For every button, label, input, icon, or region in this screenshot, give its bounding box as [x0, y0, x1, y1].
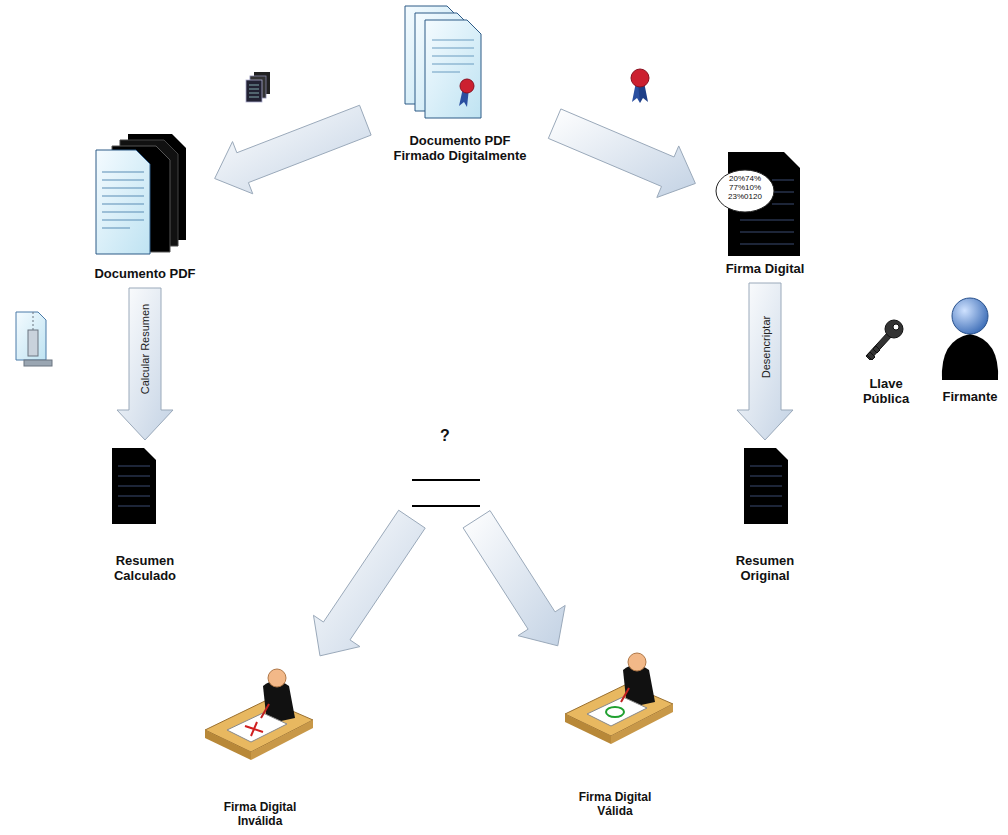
signed-document-icon: [405, 6, 481, 118]
block-arrow: [737, 283, 793, 440]
signer-person-icon: [942, 298, 998, 380]
signature-digits: 23%0120: [720, 192, 770, 201]
diagram-node: ?: [405, 425, 485, 515]
calculated-digest-icon: [112, 448, 156, 524]
node-label: Firmante: [943, 389, 998, 404]
node-label: Firma Digital Válida: [567, 790, 663, 818]
original-digest-icon: [744, 448, 788, 524]
seal-small-icon: [631, 69, 649, 103]
block-arrow: [548, 109, 695, 198]
node-label: Firma Digital Inválida: [212, 800, 308, 828]
node-label: Resumen Calculado: [105, 553, 185, 583]
block-arrow: [313, 510, 425, 656]
arrow-label: Desencriptar: [759, 288, 771, 405]
block-arrow: [215, 105, 371, 194]
node-label: ?: [440, 427, 450, 445]
node-label: Documento PDF: [94, 266, 195, 281]
arrow-label: Calcular Resumen: [139, 293, 151, 405]
node-label: Resumen Original: [725, 553, 805, 583]
pdf-document-icon: [96, 134, 186, 254]
diagram-node: Firma Digital Válida: [545, 650, 685, 820]
diagram-node: Llave Pública: [850, 318, 922, 408]
node-label: Llave Pública: [854, 376, 918, 406]
valid-desk-figure: [565, 653, 673, 744]
document-small-icon: [246, 72, 270, 102]
diagram-node: Resumen Original: [710, 445, 820, 585]
hash-tool-icon: [16, 312, 52, 366]
block-arrow: [463, 511, 565, 646]
diagram-node: Documento PDF: [80, 128, 210, 283]
diagram-node: Firma Digital Inválida: [190, 660, 330, 830]
equals-sign: [412, 480, 480, 506]
node-label: Documento PDF Firmado Digitalmente: [385, 133, 535, 163]
block-arrow: [117, 288, 173, 440]
signature-digits: 77%10%: [720, 183, 770, 192]
key-icon: [866, 320, 903, 360]
invalid-desk-figure: [205, 669, 313, 760]
diagram-node: Firma Digital: [700, 148, 830, 278]
diagram-node: Resumen Calculado: [90, 445, 200, 585]
signature-digits: 20%74%: [720, 174, 770, 183]
diagram-node: Documento PDF Firmado Digitalmente: [370, 2, 550, 165]
diagram-node: Firmante: [936, 294, 1004, 406]
signature-icon: [716, 152, 800, 256]
node-label: Firma Digital: [726, 261, 805, 276]
